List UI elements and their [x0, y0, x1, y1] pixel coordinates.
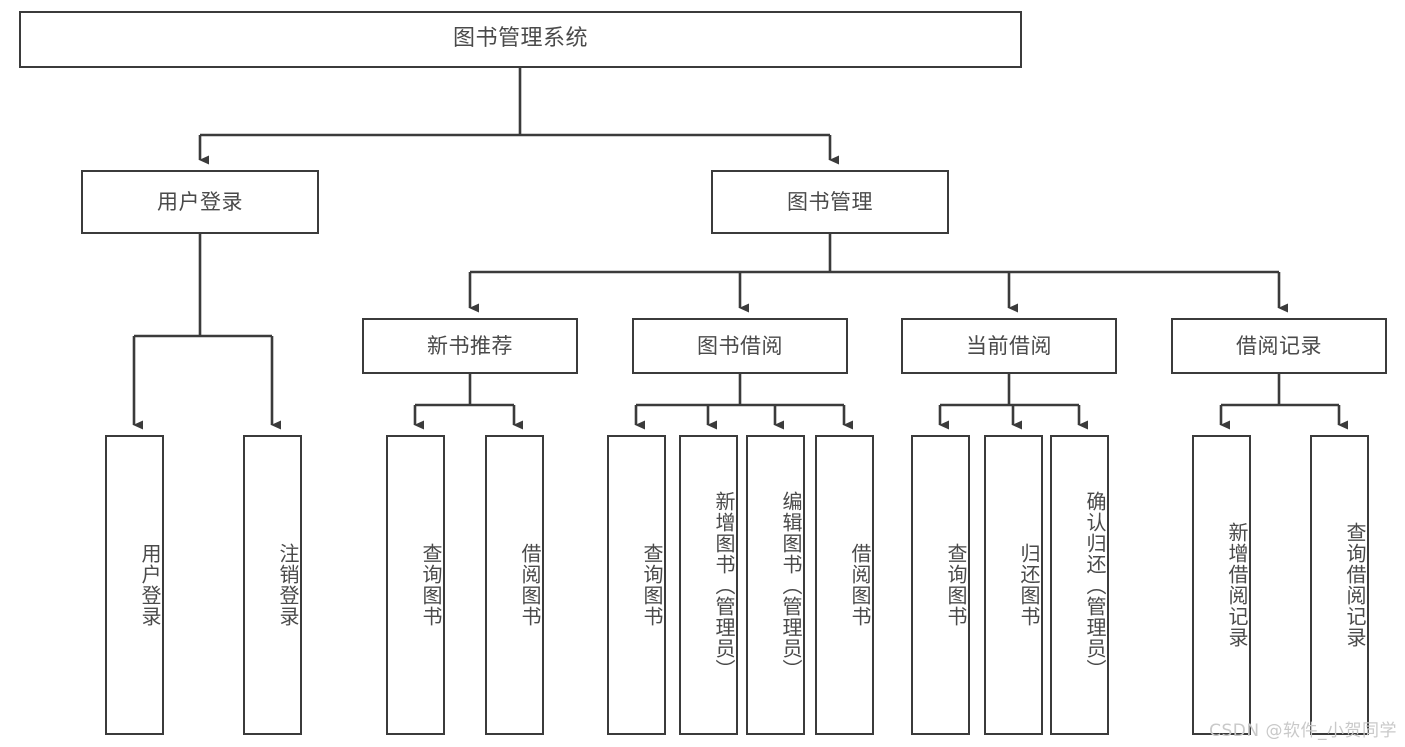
node-label: 查询图书: [419, 543, 443, 627]
node-label: 新增图书（管理员）: [712, 490, 736, 680]
node-label: 查询图书: [640, 543, 664, 627]
node-label: 查询图书: [944, 543, 968, 627]
node-label: 查询借阅记录: [1343, 522, 1367, 648]
node-label: 新书推荐: [427, 333, 513, 358]
node-label: 借阅记录: [1236, 333, 1322, 358]
node-label: 注销登录: [276, 543, 300, 627]
node-label: 用户登录: [138, 543, 162, 627]
node-leaf-edit-book[interactable]: 编辑图书（管理员）: [746, 435, 805, 735]
node-book-borrow[interactable]: 图书借阅: [632, 318, 848, 374]
node-label: 确认归还（管理员）: [1083, 490, 1107, 680]
node-borrow-record[interactable]: 借阅记录: [1171, 318, 1387, 374]
node-label: 借阅图书: [518, 543, 542, 627]
node-label: 借阅图书: [848, 543, 872, 627]
node-book-manage[interactable]: 图书管理: [711, 170, 949, 234]
node-label: 图书管理: [787, 189, 873, 214]
node-label: 编辑图书（管理员）: [779, 490, 803, 680]
node-leaf-return-book[interactable]: 归还图书: [984, 435, 1043, 735]
node-root-system[interactable]: 图书管理系统: [19, 11, 1022, 68]
node-new-book-recommend[interactable]: 新书推荐: [362, 318, 578, 374]
node-label: 新增借阅记录: [1225, 522, 1249, 648]
node-current-borrow[interactable]: 当前借阅: [901, 318, 1117, 374]
node-user-login[interactable]: 用户登录: [81, 170, 319, 234]
node-leaf-confirm-return[interactable]: 确认归还（管理员）: [1050, 435, 1109, 735]
watermark-text: CSDN @软件_小贺同学: [1209, 721, 1397, 741]
node-leaf-add-record[interactable]: 新增借阅记录: [1192, 435, 1251, 735]
node-leaf-query-book-3[interactable]: 查询图书: [911, 435, 970, 735]
node-leaf-add-book[interactable]: 新增图书（管理员）: [679, 435, 738, 735]
node-leaf-user-logout[interactable]: 注销登录: [243, 435, 302, 735]
node-leaf-query-book-1[interactable]: 查询图书: [386, 435, 445, 735]
node-leaf-query-record[interactable]: 查询借阅记录: [1310, 435, 1369, 735]
node-label: 归还图书: [1017, 543, 1041, 627]
node-leaf-borrow-book-1[interactable]: 借阅图书: [485, 435, 544, 735]
node-leaf-borrow-book-2[interactable]: 借阅图书: [815, 435, 874, 735]
node-label: 用户登录: [157, 189, 243, 214]
node-leaf-user-login[interactable]: 用户登录: [105, 435, 164, 735]
node-label: 图书借阅: [697, 333, 783, 358]
node-label: 当前借阅: [966, 333, 1052, 358]
node-label: 图书管理系统: [452, 26, 588, 52]
node-leaf-query-book-2[interactable]: 查询图书: [607, 435, 666, 735]
